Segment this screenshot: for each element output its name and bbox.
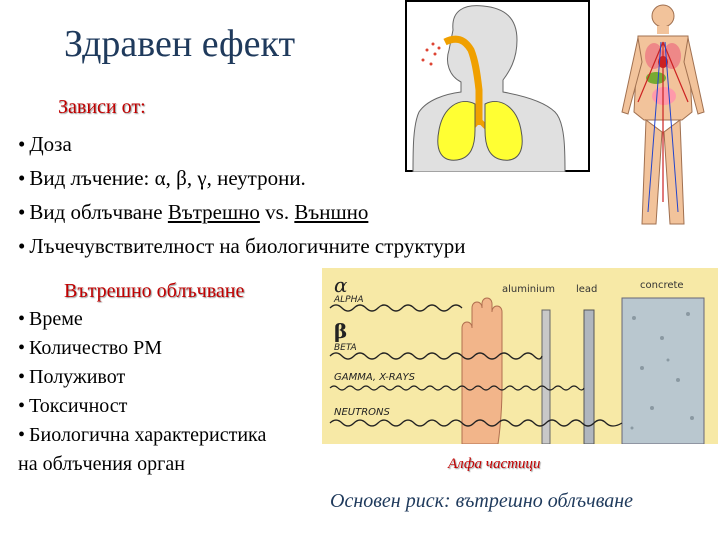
aluminium-label: aluminium	[502, 284, 555, 295]
depends-heading: Зависи от:	[58, 96, 146, 118]
bullet: •	[18, 366, 26, 388]
beta-ray	[329, 352, 543, 360]
page-title: Здравен ефект	[64, 23, 296, 65]
main-risk-note: Основен риск: вътрешно облъчване	[330, 490, 634, 512]
concrete-texture	[630, 312, 694, 430]
neutrons-label: NEUTRONS	[334, 407, 391, 418]
item-text: Вид облъчване	[29, 200, 168, 224]
list-item-quantity: •Количество РМ	[18, 337, 162, 360]
concrete-label: concrete	[640, 280, 684, 291]
item-text: Време	[29, 308, 83, 330]
gamma-label: GAMMA, X-RAYS	[334, 372, 416, 383]
beta-label: BETA	[334, 343, 357, 353]
airway	[443, 35, 483, 125]
lung-left	[437, 101, 476, 161]
bullet: •	[18, 166, 26, 190]
diagram-caption: Алфа частици	[448, 456, 541, 472]
bullet: •	[18, 337, 26, 359]
bullet: •	[18, 200, 26, 224]
alpha-label: ALPHA	[333, 295, 364, 305]
item-text: Доза	[29, 132, 72, 156]
list-item-organ: на облъчения орган	[18, 453, 185, 475]
list-item-toxicity: •Токсичност	[18, 395, 127, 418]
external-underlined: Външно	[294, 200, 369, 224]
hand-barrier	[461, 297, 503, 444]
list-item-biological: •Биологична характеристика	[18, 424, 266, 447]
alpha-ray	[329, 304, 463, 312]
bullet: •	[18, 395, 26, 417]
internal-underlined: Вътрешно	[167, 200, 260, 224]
concrete-block	[621, 297, 705, 444]
lead-label: lead	[576, 284, 597, 295]
list-item-dose: •Доза	[18, 132, 72, 157]
beta-symbol: β	[334, 319, 347, 343]
list-item-radiosensitivity: •Лъчечувствителност на биологичните стру…	[18, 234, 465, 259]
bullet: •	[18, 308, 26, 330]
penetration-diagram: α ALPHA β BETA GAMMA, X-RAYS NEUTRONS al…	[322, 268, 718, 444]
respiratory-illustration	[405, 0, 590, 172]
gamma-ray	[329, 385, 585, 391]
list-item-time: •Време	[18, 308, 83, 331]
item-text: Лъчечувствителност на биологичните струк…	[29, 234, 466, 258]
list-item-radiation-type: •Вид лъчение: α, β, γ, неутрони.	[18, 166, 306, 191]
neutron-ray	[329, 419, 623, 427]
list-item-exposure-type: •Вид облъчване Вътрешно vs. Външно	[18, 200, 368, 225]
internal-heading: Вътрешно облъчване	[64, 280, 245, 302]
item-text: Количество РМ	[29, 337, 163, 359]
bullet: •	[18, 234, 26, 258]
lead-plate	[583, 309, 595, 444]
particles	[421, 42, 441, 66]
alpha-symbol: α	[334, 273, 348, 297]
item-text: Токсичност	[29, 395, 128, 417]
item-text: Биологична характеристика	[29, 424, 267, 446]
aluminium-plate	[541, 309, 551, 444]
anatomy-figure	[621, 4, 705, 225]
bullet: •	[18, 132, 26, 156]
item-text: Вид лъчение: α, β, γ, неутрони.	[29, 166, 306, 190]
lung-right	[484, 101, 523, 161]
item-text: Полуживот	[29, 366, 126, 388]
vs-text: vs.	[259, 200, 295, 224]
bullet: •	[18, 424, 26, 446]
list-item-halflife: •Полуживот	[18, 366, 125, 389]
